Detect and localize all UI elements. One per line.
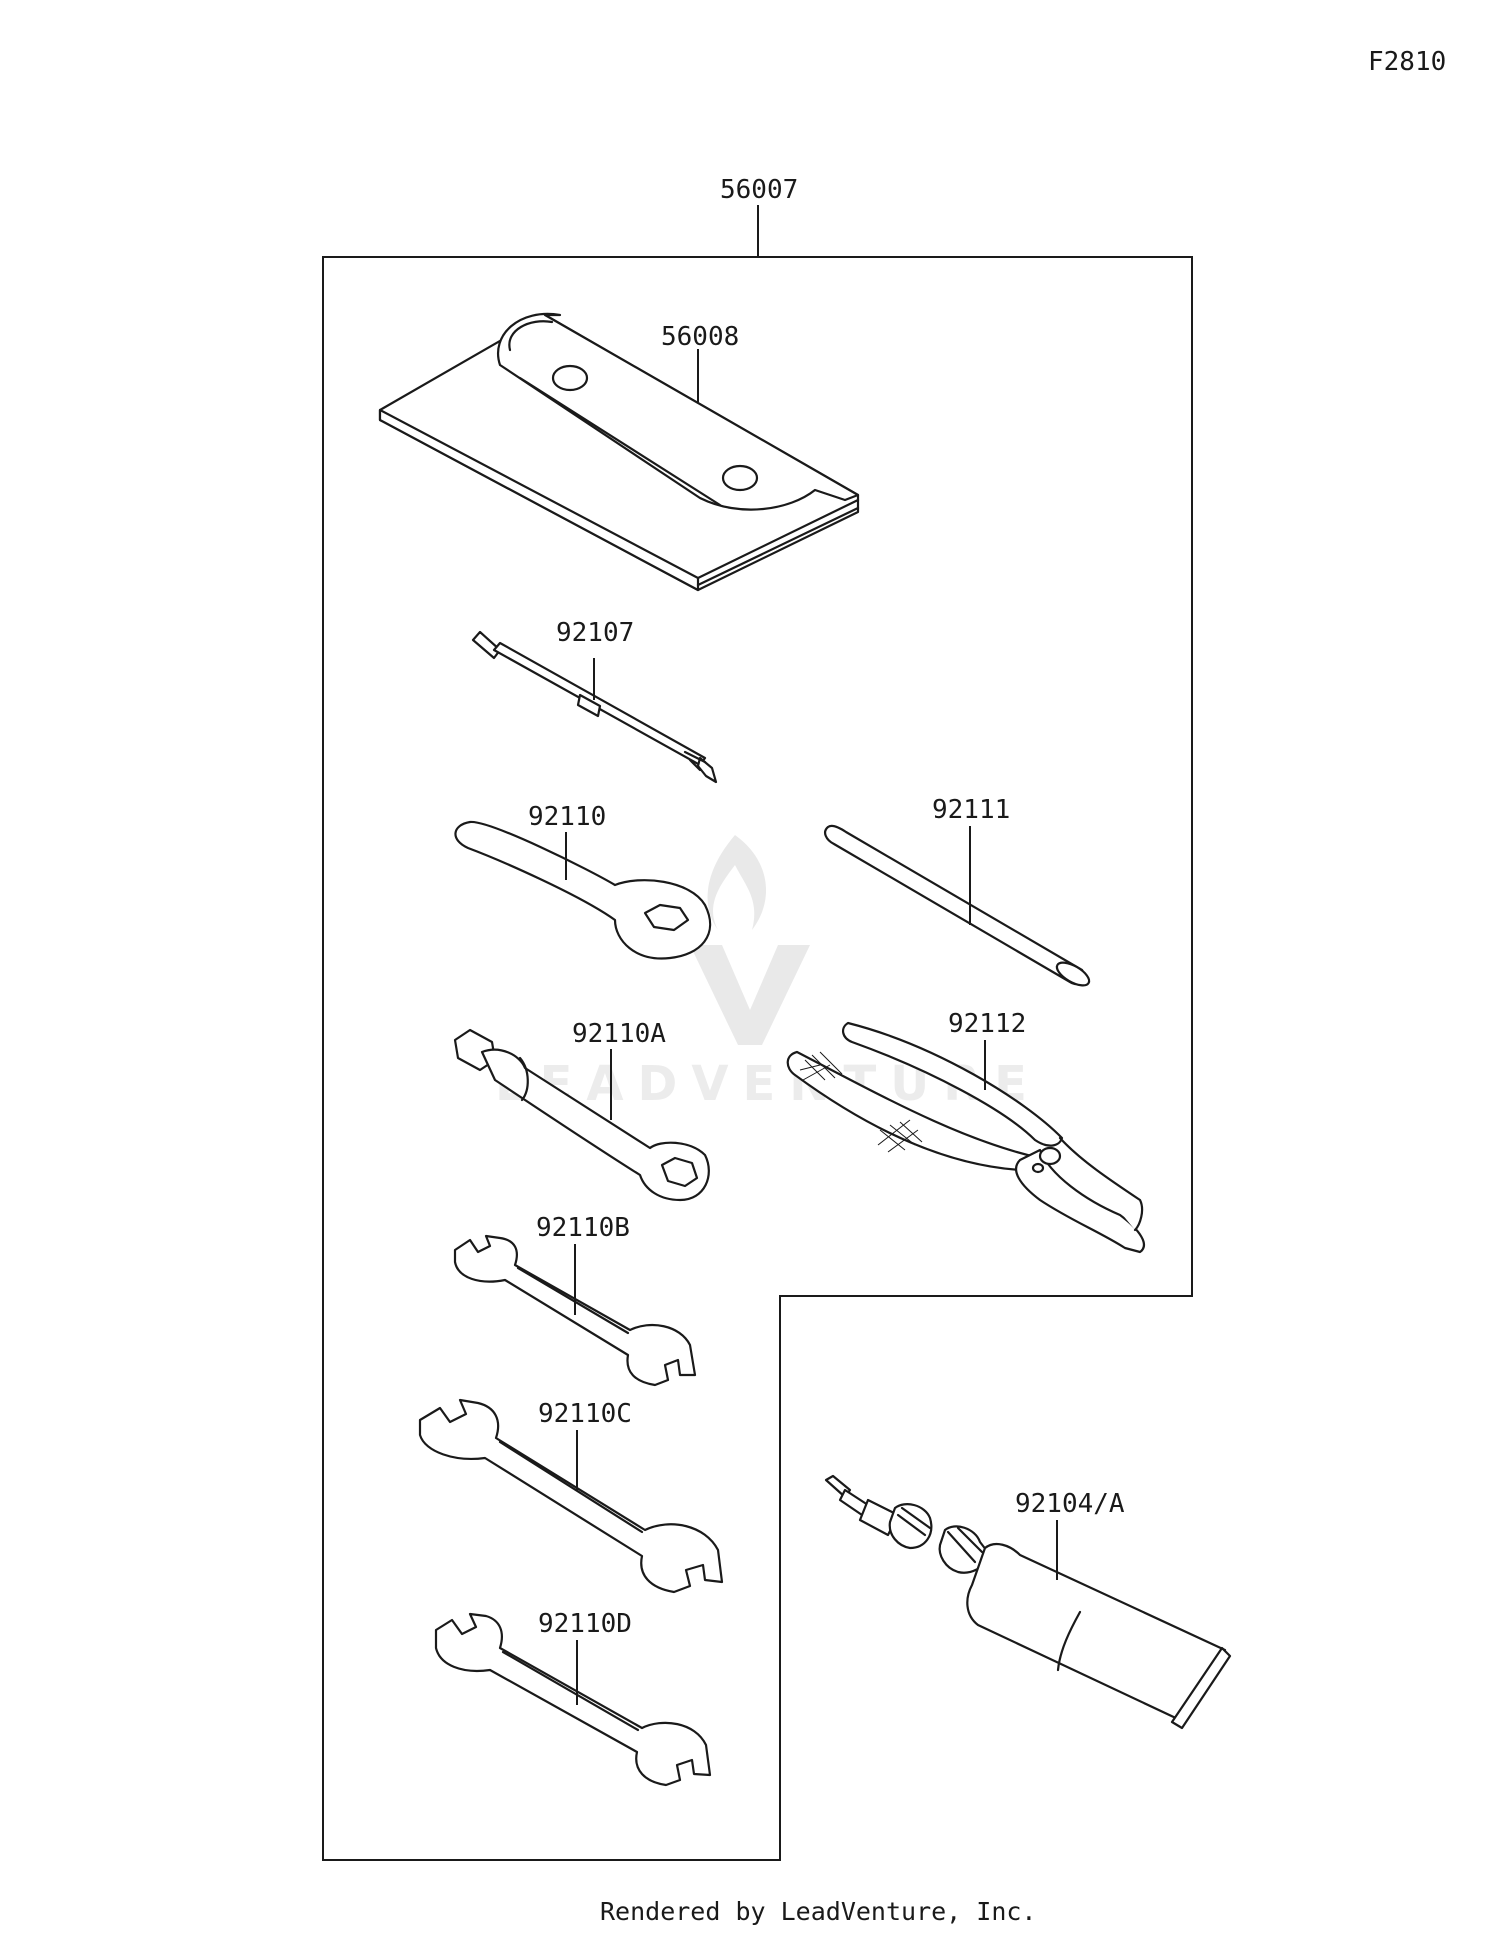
pliers-icon [786, 1021, 1145, 1254]
tool-bag-icon [378, 312, 860, 592]
part-label-screwdriver: 92107 [556, 618, 634, 648]
part-label-bag: 56008 [661, 322, 739, 352]
part-label-wrench-b: 92110B [536, 1213, 630, 1243]
part-label-handle: 92111 [932, 795, 1010, 825]
open-wrench-d-icon [434, 1612, 712, 1787]
plug-wrench-icon [453, 1028, 710, 1202]
box-wrench-icon [454, 820, 712, 960]
part-label-wrench-d: 92110D [538, 1609, 632, 1639]
grease-tube-icon [824, 1474, 1232, 1730]
part-label-kit: 56007 [720, 175, 798, 205]
figure-code: F2810 [1368, 47, 1446, 77]
footer-credit: Rendered by LeadVenture, Inc. [600, 1897, 1037, 1926]
open-wrench-c-icon [418, 1398, 724, 1594]
handle-bar-icon [824, 824, 1091, 987]
part-label-grease: 92104/A [1015, 1489, 1125, 1519]
part-label-box-wrench: 92110 [528, 802, 606, 832]
part-label-wrench-c: 92110C [538, 1399, 632, 1429]
part-label-plug-wrench: 92110A [572, 1019, 666, 1049]
kit-outline [322, 256, 1193, 1861]
screwdriver-icon [471, 630, 718, 784]
part-label-pliers: 92112 [948, 1009, 1026, 1039]
